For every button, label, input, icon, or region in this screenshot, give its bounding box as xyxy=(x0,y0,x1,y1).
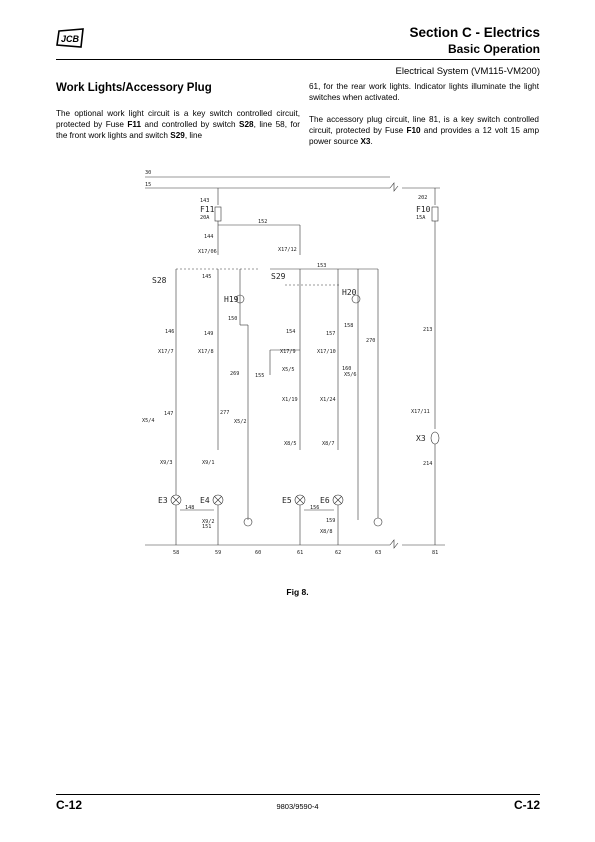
paragraph-work-lights: The optional work light circuit is a key… xyxy=(56,108,300,141)
diagram-wires xyxy=(145,176,445,549)
logo-text: JCB xyxy=(61,34,80,44)
line-number: 60 xyxy=(255,550,261,556)
connector-label: X17/06 xyxy=(198,249,217,255)
connector-label: X1/19 xyxy=(282,397,298,403)
jcb-logo: JCB xyxy=(56,28,84,48)
wire-number: 277 xyxy=(220,410,229,416)
line-number: 63 xyxy=(375,550,381,556)
connector-label: X5/5 xyxy=(282,367,295,373)
socket-label-x3: X3 xyxy=(416,434,426,443)
page-number-right: C-12 xyxy=(513,798,540,812)
footer-rule xyxy=(56,794,540,795)
switch-ref: S28 xyxy=(239,120,254,129)
header-rule xyxy=(56,59,540,60)
system-label: Electrical System (VM115-VM200) xyxy=(395,66,540,77)
indicator-label-h20: H20 xyxy=(342,288,357,297)
connector-label: X17/11 xyxy=(411,409,430,415)
article-heading: Work Lights/Accessory Plug xyxy=(56,82,212,94)
wire-number: 213 xyxy=(423,327,432,333)
line-number: 81 xyxy=(432,550,438,556)
connector-label: X17/10 xyxy=(317,349,336,355)
line-number: 59 xyxy=(215,550,221,556)
wire-number: 148 xyxy=(185,505,194,511)
connector-label: X8/8 xyxy=(320,529,333,535)
wire-number: 158 xyxy=(344,323,353,329)
wire-number: 214 xyxy=(423,461,432,467)
wire-number: 159 xyxy=(326,518,335,524)
lamp-label-e4: E4 xyxy=(200,496,210,505)
diagram-labels: 30 15 F11 20A F10 15A S28 S29 H19 H20 E3… xyxy=(142,170,438,556)
connector-label: X17/7 xyxy=(158,349,174,355)
wire-number: 270 xyxy=(366,338,375,344)
connector-label: X17/8 xyxy=(198,349,214,355)
fuse-rating: 15A xyxy=(416,215,426,221)
wire-number: 153 xyxy=(317,263,326,269)
text-run: and provides a 12 volt 15 amp power sour… xyxy=(309,126,540,146)
connector-label: X8/5 xyxy=(284,441,297,447)
figure-caption: Fig 8. xyxy=(286,587,309,597)
paragraph-accessory-plug: The accessory plug circuit, line 81, is … xyxy=(309,114,539,147)
line-number: 58 xyxy=(173,550,179,556)
wire-number: 155 xyxy=(255,373,264,379)
text-run: , line 58, for the front work lights and… xyxy=(56,120,300,140)
connector-label: X8/7 xyxy=(322,441,335,447)
text-run: 61, for the rear work lights. Indicator … xyxy=(309,82,539,102)
connector-label: X9/2 xyxy=(202,519,215,525)
section-subtitle: Basic Operation xyxy=(447,42,540,56)
fuse-rating: 20A xyxy=(200,215,210,221)
connector-label: X9/1 xyxy=(202,460,215,466)
connector-label: X5/6 xyxy=(344,372,357,378)
section-title: Section C - Electrics xyxy=(409,25,540,40)
right-column: 61, for the rear work lights. Indicator … xyxy=(309,81,539,158)
text-run: and controlled by switch xyxy=(141,120,240,129)
fuse-label-f11: F11 xyxy=(200,205,215,214)
document-number: 9803/9590-4 xyxy=(276,802,319,811)
wire-number: 151 xyxy=(202,524,211,530)
wire-number: 143 xyxy=(200,198,209,204)
wiring-diagram: 30 15 F11 20A F10 15A S28 S29 H19 H20 E3… xyxy=(142,170,445,556)
connector-label: X9/3 xyxy=(160,460,173,466)
wire-label: 15 xyxy=(145,182,151,188)
text-run-overflow: , line xyxy=(184,131,203,140)
wire-number: 150 xyxy=(228,316,237,322)
wire-number: 160 xyxy=(342,366,351,372)
paragraph-work-lights-cont: 61, for the rear work lights. Indicator … xyxy=(309,81,539,103)
wire-number: 149 xyxy=(204,331,213,337)
wire-label: 30 xyxy=(145,170,151,176)
wire-number: 144 xyxy=(204,234,213,240)
wire-number: 202 xyxy=(418,195,427,201)
fuse-label-f10: F10 xyxy=(416,205,431,214)
connector-label: X17/12 xyxy=(278,247,297,253)
wire-number: 269 xyxy=(230,371,239,377)
connector-label: X5/4 xyxy=(142,418,155,424)
switch-ref: S29 xyxy=(170,131,185,140)
wire-number: 156 xyxy=(310,505,319,511)
fuse-ref: F11 xyxy=(127,120,142,129)
text-run: The accessory plug circuit, line 81, is … xyxy=(309,115,539,135)
lamp-label-e5: E5 xyxy=(282,496,292,505)
connector-label: X5/2 xyxy=(234,419,247,425)
connector-label: X17/9 xyxy=(280,349,296,355)
fuse-ref: F10 xyxy=(406,126,421,135)
socket-ref: X3 xyxy=(360,137,371,146)
text-run: The optional work light circuit is a key… xyxy=(56,109,300,129)
wire-number: 145 xyxy=(202,274,211,280)
switch-label-s29: S29 xyxy=(271,272,286,281)
line-number: 62 xyxy=(335,550,341,556)
page-number-left: C-12 xyxy=(56,798,83,812)
indicator-label-h19: H19 xyxy=(224,295,239,304)
lamp-label-e6: E6 xyxy=(320,496,330,505)
wire-number: 157 xyxy=(326,331,335,337)
wire-number: 152 xyxy=(258,219,267,225)
text-run: . xyxy=(370,137,373,146)
wire-number: 146 xyxy=(165,329,174,335)
wire-number: 147 xyxy=(164,411,173,417)
lamp-label-e3: E3 xyxy=(158,496,168,505)
switch-label-s28: S28 xyxy=(152,276,167,285)
connector-label: X1/24 xyxy=(320,397,336,403)
wire-number: 154 xyxy=(286,329,295,335)
line-number: 61 xyxy=(297,550,303,556)
left-column: The optional work light circuit is a key… xyxy=(56,108,300,152)
